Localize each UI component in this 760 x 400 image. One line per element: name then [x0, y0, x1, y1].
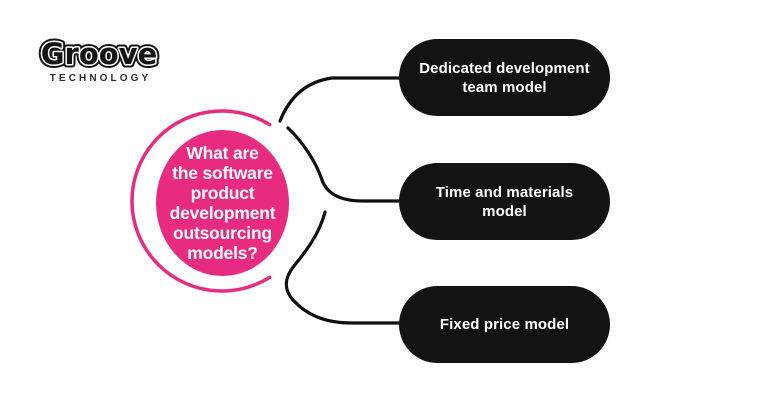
brand-logo: Groove Groove Groove TECHNOLOGY: [38, 32, 160, 85]
question-line: the software: [172, 163, 273, 183]
node-dedicated-development-team-model: Dedicated development team model: [399, 39, 610, 116]
node-label-line: Dedicated development: [419, 59, 590, 77]
node-label-line: team model: [462, 78, 547, 96]
center-question-node: What are the software product developmen…: [156, 130, 289, 276]
groove-wordmark-rim: Groove: [41, 37, 158, 71]
connector-bottom: [284, 210, 405, 325]
connector-middle: [286, 126, 405, 203]
groove-wordmark-fill: Groove: [41, 37, 158, 71]
question-line: models?: [187, 243, 258, 263]
node-label-line: Fixed price model: [439, 316, 570, 333]
question-line: product: [190, 183, 255, 203]
groove-wordmark: Groove Groove Groove: [38, 34, 160, 75]
groove-wordmark-outline: Groove: [41, 37, 158, 71]
node-label-line: Time and materials: [435, 183, 574, 201]
connector-top: [278, 76, 405, 123]
node-label-line: model: [482, 202, 527, 220]
question-line: What are: [186, 143, 259, 163]
brand-subtitle: TECHNOLOGY: [49, 73, 152, 84]
node-time-and-materials-model: Time and materials model: [399, 163, 610, 240]
question-line: development: [169, 203, 276, 223]
question-line: outsourcing: [173, 223, 272, 243]
node-fixed-price-model: Fixed price model: [399, 286, 610, 363]
